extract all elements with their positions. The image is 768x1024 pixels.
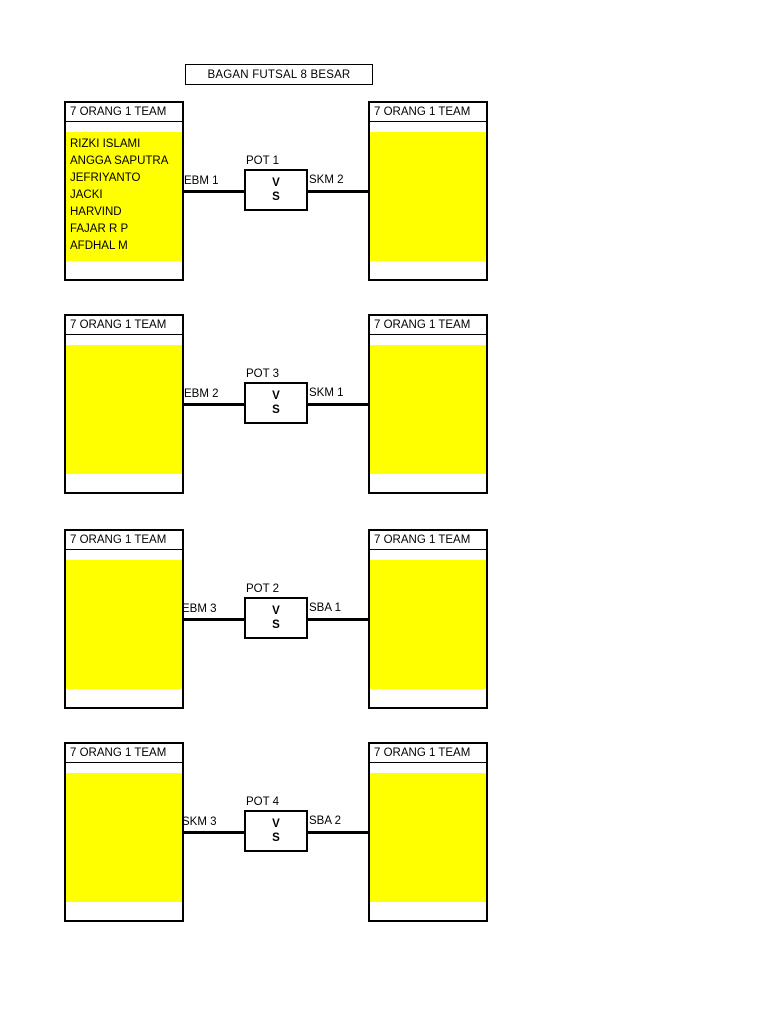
team-roster: RIZKI ISLAMI ANGGA SAPUTRA JEFRIYANTO JA… <box>66 132 182 261</box>
vs-box: V S <box>244 382 308 424</box>
left-team-code: EBM 1 <box>184 175 219 187</box>
vs-line-1: V <box>272 605 280 617</box>
team-roster <box>66 773 182 902</box>
team-roster <box>370 773 486 902</box>
bracket-connector-left <box>184 403 244 406</box>
bracket-connector-left <box>184 190 244 193</box>
team-card-header: 7 ORANG 1 TEAM <box>66 316 182 335</box>
team-card-header: 7 ORANG 1 TEAM <box>370 531 486 550</box>
left-team-code: EBM 3 <box>182 603 217 615</box>
player-name: ANGGA SAPUTRA <box>70 155 169 167</box>
team-card-right-2: 7 ORANG 1 TEAM <box>368 314 488 494</box>
team-card-left-2: 7 ORANG 1 TEAM <box>64 314 184 494</box>
player-name: JEFRIYANTO <box>70 172 141 184</box>
team-card-header: 7 ORANG 1 TEAM <box>370 103 486 122</box>
team-card-header: 7 ORANG 1 TEAM <box>66 744 182 763</box>
player-name: HARVIND <box>70 206 122 218</box>
team-card-right-1: 7 ORANG 1 TEAM <box>368 101 488 281</box>
vs-line-1: V <box>272 177 280 189</box>
team-card-header: 7 ORANG 1 TEAM <box>66 103 182 122</box>
player-name: RIZKI ISLAMI <box>70 138 141 150</box>
team-card-spacer <box>370 689 486 699</box>
right-team-code: SKM 1 <box>309 387 344 399</box>
team-card-header: 7 ORANG 1 TEAM <box>66 531 182 550</box>
team-roster <box>66 345 182 474</box>
team-card-left-4: 7 ORANG 1 TEAM <box>64 742 184 922</box>
player-name: JACKI <box>70 189 103 201</box>
vs-line-1: V <box>272 818 280 830</box>
team-card-spacer <box>370 550 486 560</box>
team-card-spacer <box>370 474 486 484</box>
team-card-right-3: 7 ORANG 1 TEAM <box>368 529 488 709</box>
bracket-connector-right <box>308 831 370 834</box>
team-card-spacer <box>370 763 486 773</box>
left-team-code: EBM 2 <box>184 388 219 400</box>
vs-box: V S <box>244 597 308 639</box>
team-card-header: 7 ORANG 1 TEAM <box>370 316 486 335</box>
pot-label: POT 2 <box>246 583 280 595</box>
team-card-spacer <box>66 902 182 912</box>
vs-line-2: S <box>272 191 280 203</box>
right-team-code: SKM 2 <box>309 174 344 186</box>
team-card-left-1: 7 ORANG 1 TEAM RIZKI ISLAMI ANGGA SAPUTR… <box>64 101 184 281</box>
bracket-connector-right <box>308 190 370 193</box>
vs-box: V S <box>244 169 308 211</box>
team-card-spacer <box>66 474 182 484</box>
right-team-code: SBA 2 <box>309 815 341 827</box>
team-card-spacer <box>66 763 182 773</box>
team-card-spacer <box>66 335 182 345</box>
player-name: FAJAR R P <box>70 223 129 235</box>
team-card-spacer <box>370 122 486 132</box>
bracket-connector-right <box>308 403 370 406</box>
pot-label: POT 4 <box>246 796 280 808</box>
team-card-header: 7 ORANG 1 TEAM <box>370 744 486 763</box>
bracket-connector-right <box>308 618 370 621</box>
pot-label: POT 3 <box>246 368 280 380</box>
pot-label: POT 1 <box>246 155 280 167</box>
bracket-connector-left <box>184 618 244 621</box>
team-card-spacer <box>66 122 182 132</box>
team-card-right-4: 7 ORANG 1 TEAM <box>368 742 488 922</box>
team-card-spacer <box>370 261 486 271</box>
bracket-connector-left <box>184 831 244 834</box>
page-title: BAGAN FUTSAL 8 BESAR <box>185 64 373 85</box>
right-team-code: SBA 1 <box>309 602 341 614</box>
vs-line-2: S <box>272 619 280 631</box>
vs-line-2: S <box>272 404 280 416</box>
team-roster <box>370 132 486 261</box>
vs-line-1: V <box>272 390 280 402</box>
left-team-code: SKM 3 <box>182 816 217 828</box>
vs-line-2: S <box>272 832 280 844</box>
team-card-spacer <box>66 261 182 271</box>
player-name: AFDHAL M <box>70 240 128 252</box>
team-roster <box>370 560 486 689</box>
team-roster <box>370 345 486 474</box>
team-card-spacer <box>370 902 486 912</box>
team-card-spacer <box>66 689 182 699</box>
team-card-spacer <box>66 550 182 560</box>
vs-box: V S <box>244 810 308 852</box>
team-card-spacer <box>370 335 486 345</box>
team-card-left-3: 7 ORANG 1 TEAM <box>64 529 184 709</box>
team-roster <box>66 560 182 689</box>
